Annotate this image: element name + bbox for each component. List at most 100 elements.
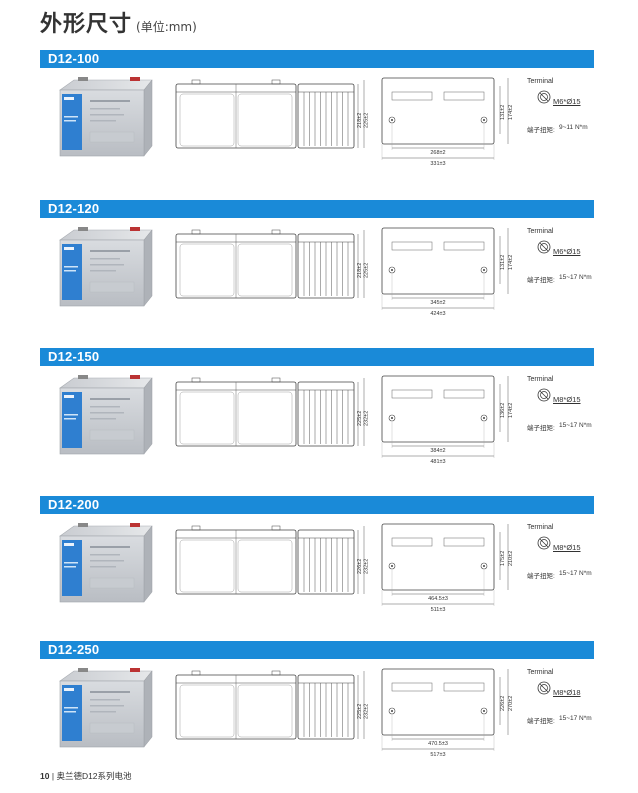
top-view: 464.5±3 511±3 175±2 210±2 <box>378 518 518 626</box>
battery-photo-frame <box>52 522 156 606</box>
battery-photo <box>59 227 153 307</box>
model-header-band: D12-250 <box>40 641 594 659</box>
page-footer: 10 | 奥兰德D12系列电池 <box>40 770 132 782</box>
bolt-icon <box>537 681 551 695</box>
height-overall-dimension-label: 225±2 <box>364 263 370 278</box>
bolt-icon <box>537 90 551 104</box>
width-inner-dimension-label: 131±2 <box>500 255 506 270</box>
bolt-size: M6*Ø15 <box>553 97 581 106</box>
torque-value: 15~17 N*m <box>559 274 592 281</box>
length-dimension-label: 331±3 <box>430 161 445 167</box>
height-overall-dimension-label: 232±2 <box>364 411 370 426</box>
terminal-spec: Terminal M8*Ø15 端子扭矩: 15~17 N*m <box>527 524 627 604</box>
bolt-size: M6*Ø15 <box>553 247 581 256</box>
terminal-spacing-dimension-label: 268±2 <box>430 150 445 156</box>
top-view: 384±2 481±3 136±2 174±2 <box>378 370 518 478</box>
height-overall-dimension-label: 232±2 <box>364 559 370 574</box>
width-inner-dimension-label: 136±2 <box>500 403 506 418</box>
terminal-spacing-dimension-label: 464.5±3 <box>428 596 448 602</box>
top-view: 345±2 424±3 131±2 174±2 <box>378 222 518 330</box>
side-view-drawing: 218±2 225±2 <box>297 80 370 149</box>
height-overall-dimension-label: 232±2 <box>364 704 370 719</box>
width-inner-dimension-label: 226±2 <box>500 696 506 711</box>
torque-value: 15~17 N*m <box>559 715 592 722</box>
footer-separator: | <box>51 771 55 781</box>
side-view: 225±2 232±2 <box>290 376 370 452</box>
battery-photo-frame <box>52 226 156 310</box>
width-dimension-label: 174±2 <box>508 403 514 418</box>
side-view: 218±2 225±2 <box>290 228 370 304</box>
front-view <box>172 669 300 745</box>
torque-value: 15~17 N*m <box>559 422 592 429</box>
top-view-drawing: 384±2 481±3 136±2 174±2 <box>381 375 514 465</box>
battery-photo <box>59 77 153 157</box>
terminal-spacing-dimension-label: 470.5±3 <box>428 741 448 747</box>
terminal-label: Terminal <box>527 376 554 383</box>
side-view-drawing: 226±2 232±2 <box>297 526 370 595</box>
front-view-drawing <box>175 525 297 595</box>
top-view-drawing: 345±2 424±3 131±2 174±2 <box>381 227 514 317</box>
width-dimension-label: 270±2 <box>508 696 514 711</box>
side-view-drawing: 218±2 225±2 <box>297 230 370 299</box>
model-header-band: D12-120 <box>40 200 594 218</box>
page-title-text: 外形尺寸 <box>40 12 133 37</box>
side-view-drawing: 225±2 232±2 <box>297 671 370 740</box>
torque-label: 端子扭矩: <box>527 718 555 725</box>
torque-label: 端子扭矩: <box>527 573 555 580</box>
height-dimension-label: 226±2 <box>357 559 363 574</box>
bolt-icon <box>537 240 551 254</box>
front-view-drawing <box>175 229 297 299</box>
width-inner-dimension-label: 131±2 <box>500 105 506 120</box>
side-view: 226±2 232±2 <box>290 524 370 600</box>
page-title: 外形尺寸 (单位:mm) <box>40 6 197 37</box>
torque-value: 9~11 N*m <box>559 124 588 131</box>
length-dimension-label: 511±3 <box>431 607 446 613</box>
terminal-label: Terminal <box>527 78 554 85</box>
torque-value: 15~17 N*m <box>559 570 592 577</box>
height-overall-dimension-label: 225±2 <box>364 113 370 128</box>
terminal-spec: Terminal M6*Ø15 端子扭矩: 15~17 N*m <box>527 228 627 308</box>
model-header-band: D12-150 <box>40 348 594 366</box>
front-view <box>172 524 300 600</box>
length-dimension-label: 517±3 <box>430 752 445 758</box>
top-view-drawing: 464.5±3 511±3 175±2 210±2 <box>381 523 514 613</box>
page-number: 10 <box>40 771 50 781</box>
model-header-band: D12-100 <box>40 50 594 68</box>
battery-photo-frame <box>52 667 156 751</box>
model-name: D12-120 <box>48 201 100 216</box>
height-dimension-label: 218±2 <box>357 263 363 278</box>
battery-photo-frame <box>52 374 156 458</box>
front-view <box>172 376 300 452</box>
model-name: D12-200 <box>48 497 100 512</box>
battery-photo <box>59 375 153 455</box>
model-header-band: D12-200 <box>40 496 594 514</box>
terminal-label: Terminal <box>527 524 554 531</box>
battery-photo <box>59 668 153 748</box>
torque-label: 端子扭矩: <box>527 277 555 284</box>
terminal-spec: Terminal M8*Ø18 端子扭矩: 15~17 N*m <box>527 669 627 749</box>
terminal-spacing-dimension-label: 384±2 <box>430 448 445 454</box>
model-dimension-section: 218±2 225±2 268±2 331±3 131±2 174±2 Term… <box>0 72 638 202</box>
battery-photo-frame <box>52 76 156 160</box>
bolt-size: M8*Ø15 <box>553 543 581 552</box>
width-dimension-label: 210±2 <box>508 551 514 566</box>
front-view-drawing <box>175 79 297 149</box>
top-view: 268±2 331±3 131±2 174±2 <box>378 72 518 180</box>
terminal-label: Terminal <box>527 228 554 235</box>
front-view-drawing <box>175 377 297 447</box>
model-dimension-section: 225±2 232±2 470.5±3 517±3 226±2 270±2 Te… <box>0 663 638 793</box>
side-view-drawing: 225±2 232±2 <box>297 378 370 447</box>
terminal-label: Terminal <box>527 669 554 676</box>
height-dimension-label: 225±2 <box>357 704 363 719</box>
model-dimension-section: 218±2 225±2 345±2 424±3 131±2 174±2 Term… <box>0 222 638 352</box>
model-dimension-section: 225±2 232±2 384±2 481±3 136±2 174±2 Term… <box>0 370 638 500</box>
terminal-spec: Terminal M8*Ø15 端子扭矩: 15~17 N*m <box>527 376 627 456</box>
height-dimension-label: 225±2 <box>357 411 363 426</box>
top-view-drawing: 470.5±3 517±3 226±2 270±2 <box>381 668 514 758</box>
width-inner-dimension-label: 175±2 <box>500 551 506 566</box>
torque-label: 端子扭矩: <box>527 127 555 134</box>
page-title-unit: (单位:mm) <box>136 20 197 34</box>
width-dimension-label: 174±2 <box>508 255 514 270</box>
front-view <box>172 78 300 154</box>
model-name: D12-100 <box>48 51 100 66</box>
